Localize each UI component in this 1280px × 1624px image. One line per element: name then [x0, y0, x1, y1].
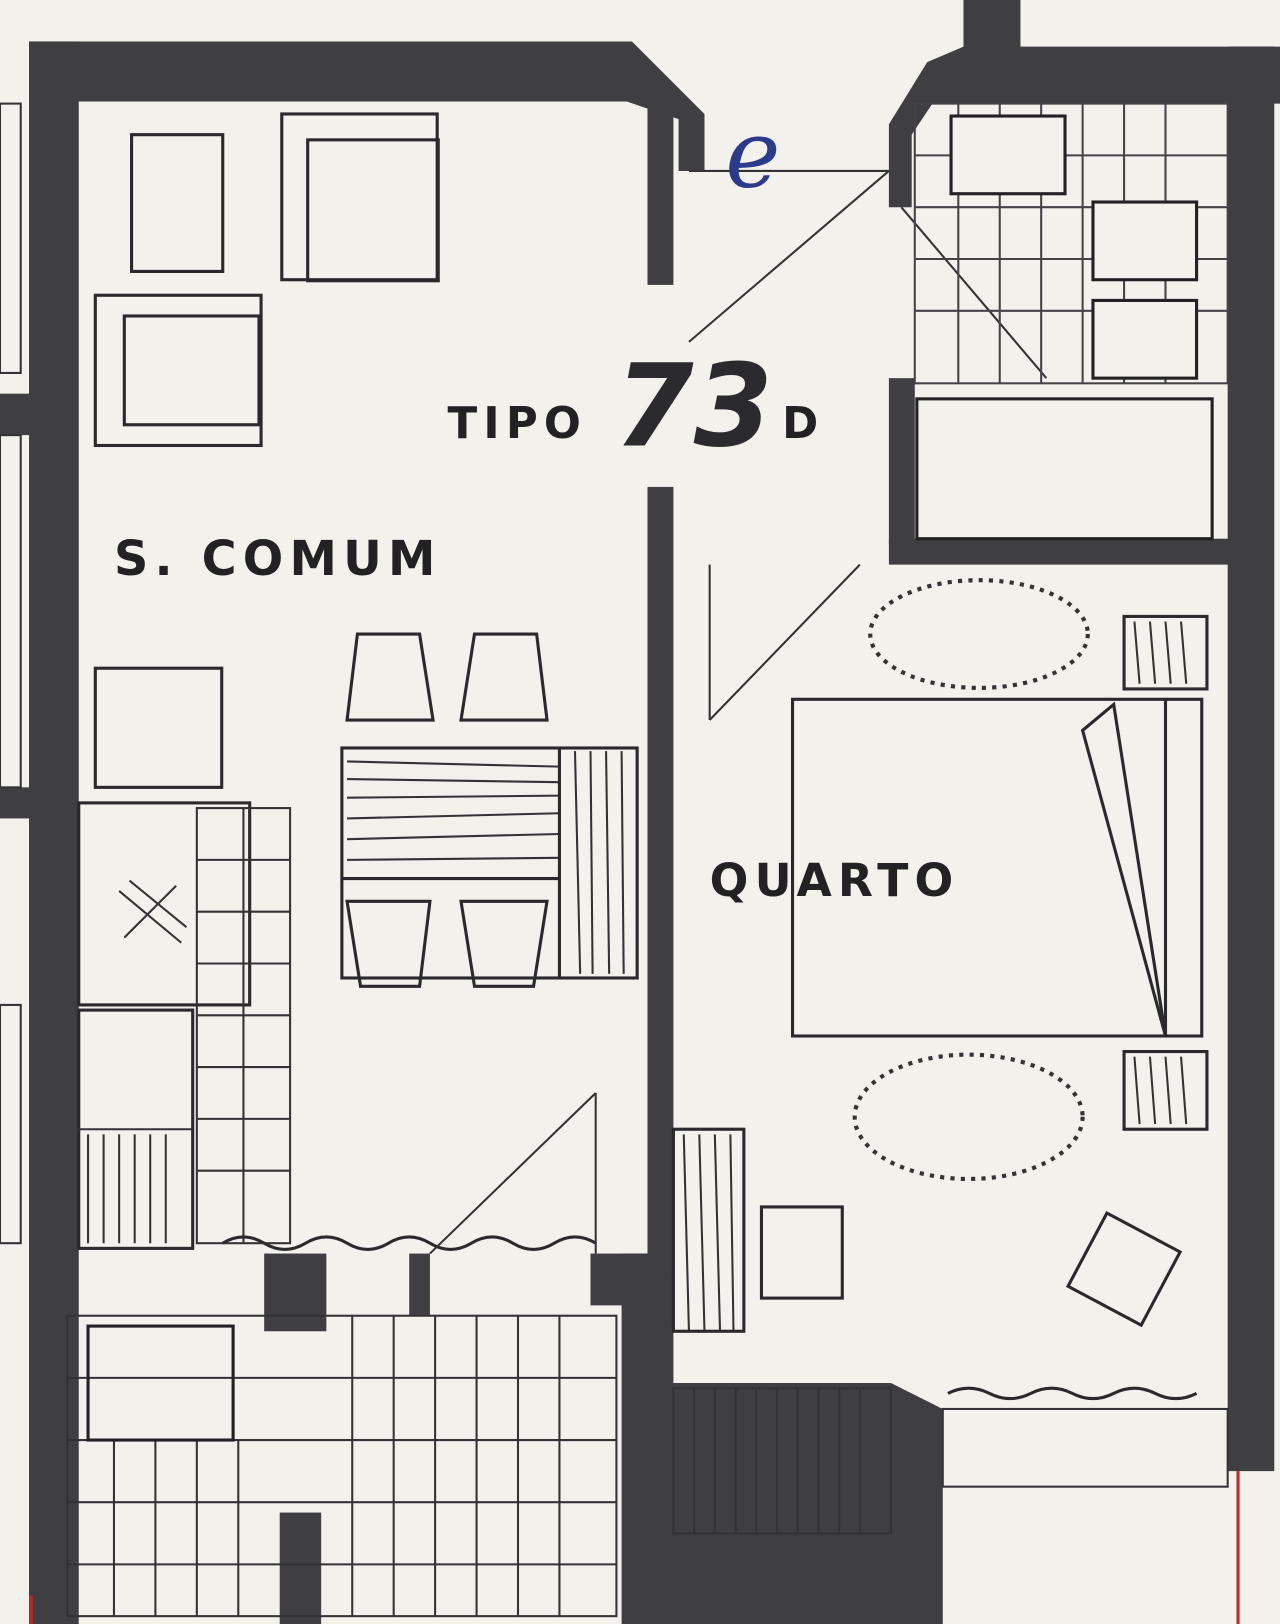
bedroom-furniture [671, 578, 1209, 1333]
room-label-living: S. COMUM [114, 532, 442, 587]
plan-type-prefix: TIPO [448, 399, 588, 449]
plan-type-number: 73 [614, 339, 773, 472]
bathroom [913, 102, 1229, 541]
living-furniture [93, 112, 639, 988]
doors [429, 169, 1048, 1255]
neighbor-units [0, 102, 22, 1245]
balconies [66, 1314, 1229, 1618]
plan-type-suffix: D [782, 399, 824, 449]
room-label-bedroom: QUARTO [710, 854, 960, 907]
handwritten-mark: e [725, 99, 780, 208]
curtain-bedroom [947, 1386, 1198, 1401]
kitchen [77, 801, 292, 1250]
curtain-living [221, 1235, 597, 1251]
